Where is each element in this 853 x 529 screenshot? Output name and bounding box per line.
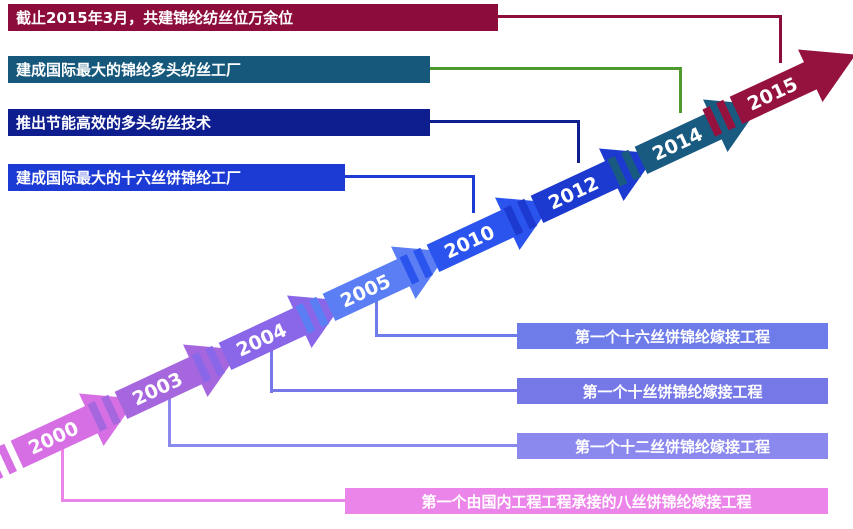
milestone-top-4-text: 建成国际最大的十六丝饼锦纶工厂 — [16, 169, 242, 187]
connector-top-4-horizontal — [345, 175, 475, 178]
connector-bottom-4-horizontal — [61, 499, 345, 502]
milestone-top-3-text: 推出节能高效的多头纺丝技术 — [16, 114, 212, 132]
milestone-bottom-4: 第一个由国内工程工程承接的八丝饼锦纶嫁接工程 — [345, 488, 828, 514]
milestone-bottom-4-text: 第一个由国内工程工程承接的八丝饼锦纶嫁接工程 — [421, 492, 752, 511]
milestone-top-4: 建成国际最大的十六丝饼锦纶工厂 — [8, 164, 345, 191]
connector-bottom-2-vertical — [270, 348, 273, 393]
connector-bottom-1-vertical — [375, 295, 378, 337]
milestone-top-1-text: 截止2015年3月，共建锦纶纺丝位万余位 — [16, 9, 294, 27]
timeline-arrow-2004: 2004 — [181, 266, 365, 401]
milestone-bottom-3-text: 第一个十二丝饼锦纶嫁接工程 — [574, 437, 770, 456]
timeline-arrow-2015: 2015 — [692, 20, 853, 155]
arrow-shape — [191, 295, 345, 383]
milestone-top-3: 推出节能高效的多头纺丝技术 — [8, 109, 430, 136]
connector-top-3-vertical — [577, 120, 580, 163]
arrow-shape — [503, 148, 657, 236]
connector-top-1-vertical — [779, 15, 782, 63]
connector-bottom-1-horizontal — [375, 334, 517, 337]
milestone-bottom-1: 第一个十六丝饼锦纶嫁接工程 — [517, 323, 828, 349]
arrow-shape — [0, 393, 137, 481]
connector-top-4-vertical — [472, 175, 475, 213]
milestone-bottom-1-text: 第一个十六丝饼锦纶嫁接工程 — [574, 327, 770, 346]
timeline-arrow-2000: 2000 — [0, 364, 157, 499]
connector-bottom-3-vertical — [168, 398, 171, 447]
connector-bottom-3-horizontal — [168, 444, 517, 447]
milestone-bottom-2: 第一个十丝饼锦纶嫁接工程 — [517, 378, 828, 404]
arrow-shape — [295, 246, 449, 334]
arrow-shape — [399, 197, 553, 285]
arrow-shape — [702, 49, 853, 137]
connector-bottom-4-vertical — [61, 448, 64, 502]
milestone-top-2-text: 建成国际最大的锦纶多头纺丝工厂 — [16, 61, 242, 79]
timeline-arrow-2012: 2012 — [493, 119, 677, 254]
connector-top-3-horizontal — [430, 120, 580, 123]
connector-top-2-horizontal — [430, 67, 682, 70]
connector-bottom-2-horizontal — [270, 389, 517, 392]
milestone-bottom-2-text: 第一个十丝饼锦纶嫁接工程 — [582, 382, 763, 401]
milestone-top-2: 建成国际最大的锦纶多头纺丝工厂 — [8, 56, 430, 83]
connector-top-1-horizontal — [498, 15, 782, 18]
connector-top-2-vertical — [679, 67, 682, 113]
timeline-arrow-2003: 2003 — [77, 315, 261, 450]
milestone-bottom-3: 第一个十二丝饼锦纶嫁接工程 — [517, 433, 828, 459]
arrow-shape — [87, 344, 241, 432]
milestone-top-1: 截止2015年3月，共建锦纶纺丝位万余位 — [8, 4, 498, 31]
timeline-arrow-2005: 2005 — [285, 217, 469, 352]
timeline-arrow-2010: 2010 — [389, 168, 573, 303]
